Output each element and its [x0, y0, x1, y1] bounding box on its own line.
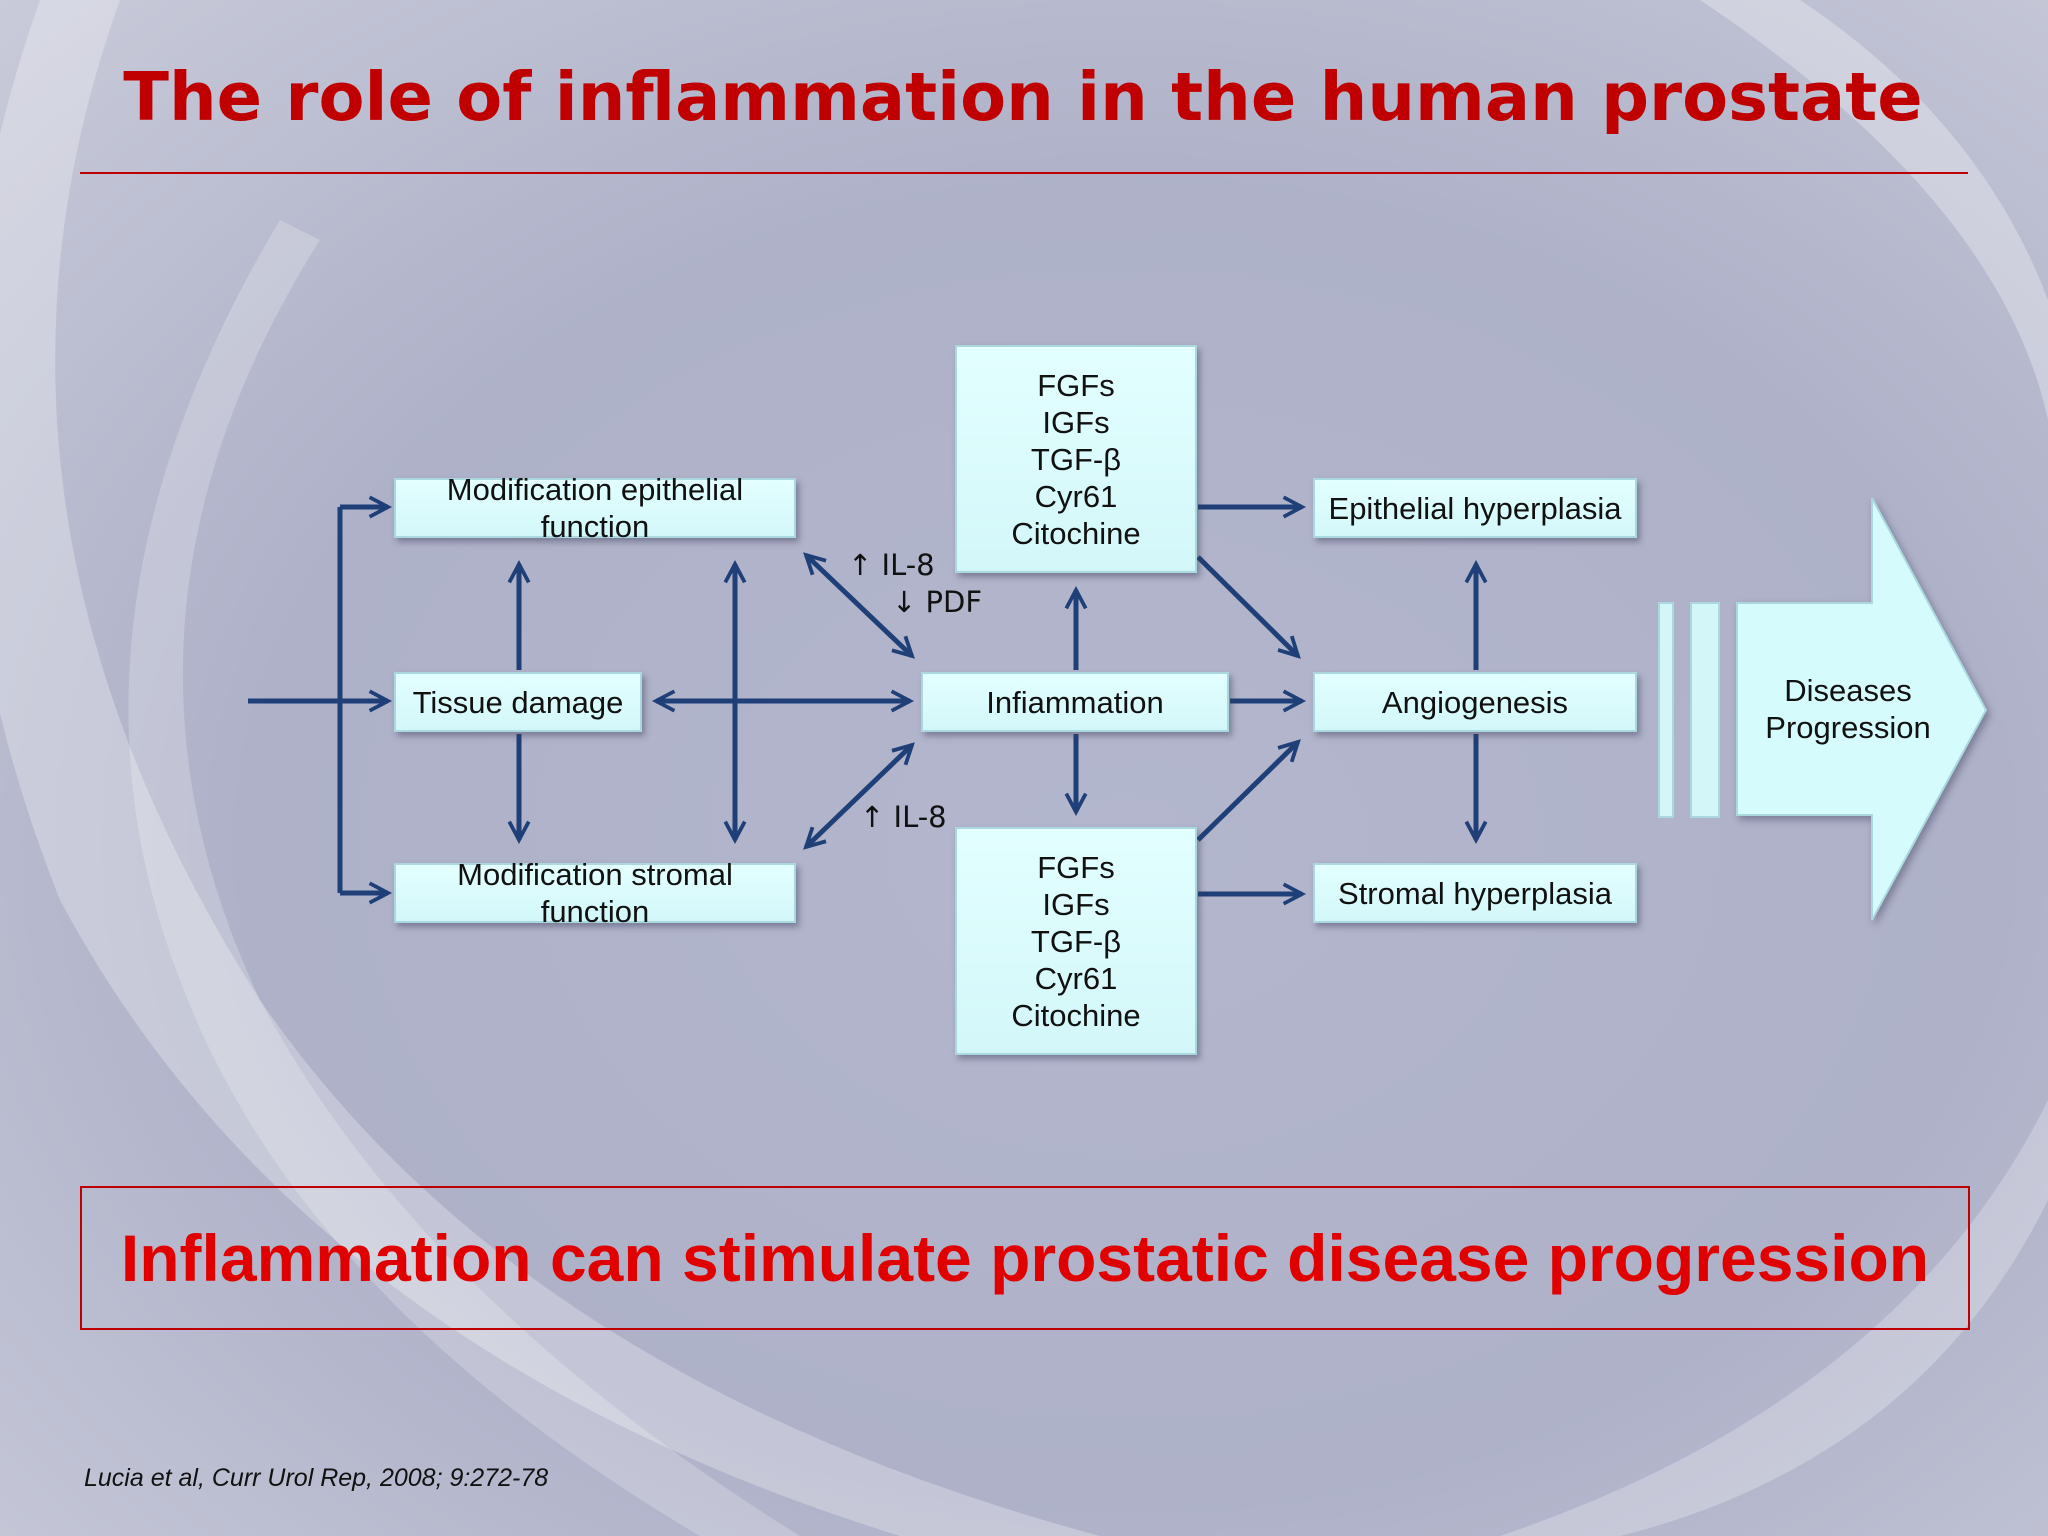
factor-fgfs: FGFs — [1037, 367, 1115, 403]
factor-citochine: Citochine — [1011, 997, 1141, 1033]
mod-epithelial-label: Modification epithelial function — [446, 472, 744, 544]
angiogenesis-label: Angiogenesis — [1381, 684, 1569, 720]
slide-title: The role of inflammation in the human pr… — [123, 58, 1923, 136]
factor-fgfs: FGFs — [1037, 849, 1115, 885]
factor-tgf-beta: TGF-β — [1030, 923, 1122, 959]
tissue-damage-box: Tissue damage — [394, 672, 642, 732]
conclusion-text: Inflammation can stimulate prostatic dis… — [120, 1221, 1930, 1295]
label-il8-up-bottom: ↑ IL-8 — [860, 800, 947, 834]
label-il8-up: ↑ IL-8 — [848, 548, 935, 582]
title-divider — [80, 172, 1968, 174]
arrow-factors-top-angiogenesis — [1196, 555, 1301, 659]
mod-stromal-label: Modification stromal function — [457, 857, 733, 929]
citation: Lucia et al, Curr Urol Rep, 2008; 9:272-… — [84, 1464, 549, 1492]
diseases-progression-label: Diseases Progression — [1765, 673, 1931, 745]
factor-citochine: Citochine — [1011, 515, 1141, 551]
inflammation-label: Infiammation — [986, 684, 1164, 720]
factor-tgf-beta: TGF-β — [1030, 441, 1122, 477]
factor-cyr61: Cyr61 — [1034, 960, 1118, 996]
arrow-stromal-inflammation — [803, 742, 915, 850]
stromal-hyperplasia-label: Stromal hyperplasia — [1338, 875, 1612, 911]
mod-stromal-box: Modification stromal function — [394, 857, 796, 929]
arrow-epithelial-inflammation — [803, 552, 915, 659]
angiogenesis-box: Angiogenesis — [1313, 672, 1637, 732]
label-pdf-down: ↓ PDF — [892, 585, 983, 619]
factor-igfs: IGFs — [1042, 886, 1110, 922]
tissue-damage-label: Tissue damage — [412, 684, 624, 720]
conclusion-banner: Inflammation can stimulate prostatic dis… — [80, 1186, 1970, 1330]
factors-top-box: FGFs IGFs TGF-β Cyr61 Citochine — [955, 345, 1197, 573]
inflammation-box: Infiammation — [921, 672, 1229, 732]
factor-cyr61: Cyr61 — [1034, 478, 1118, 514]
arrow-factors-bottom-angiogenesis — [1196, 739, 1301, 842]
stromal-hyperplasia-box: Stromal hyperplasia — [1313, 863, 1637, 923]
epithelial-hyperplasia-box: Epithelial hyperplasia — [1313, 478, 1637, 538]
mod-epithelial-box: Modification epithelial function — [394, 472, 796, 544]
factor-igfs: IGFs — [1042, 404, 1110, 440]
epithelial-hyperplasia-label: Epithelial hyperplasia — [1328, 490, 1622, 526]
progression-arrow — [1658, 497, 1988, 921]
factors-bottom-box: FGFs IGFs TGF-β Cyr61 Citochine — [955, 827, 1197, 1055]
